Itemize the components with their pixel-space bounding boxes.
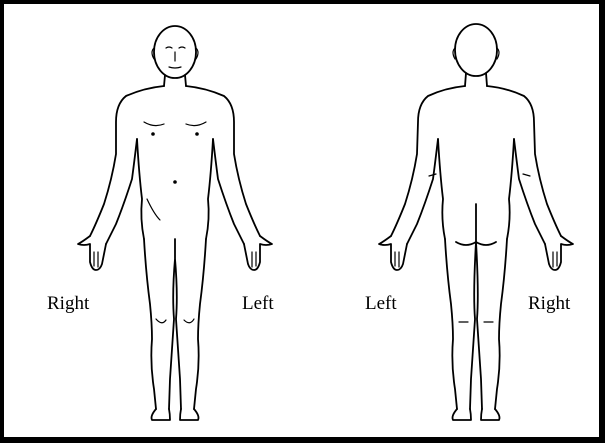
back-legs <box>445 239 507 409</box>
back-feet <box>453 409 500 420</box>
back-left-label: Left <box>365 294 397 313</box>
back-right-label: Right <box>528 294 570 313</box>
back-head <box>455 24 497 76</box>
front-left-label: Left <box>242 294 274 313</box>
back-left-hand <box>379 236 407 270</box>
back-right-hand <box>545 236 573 270</box>
front-right-label: Right <box>47 294 89 313</box>
back-body-figure <box>4 4 599 437</box>
back-buttocks <box>456 204 496 245</box>
